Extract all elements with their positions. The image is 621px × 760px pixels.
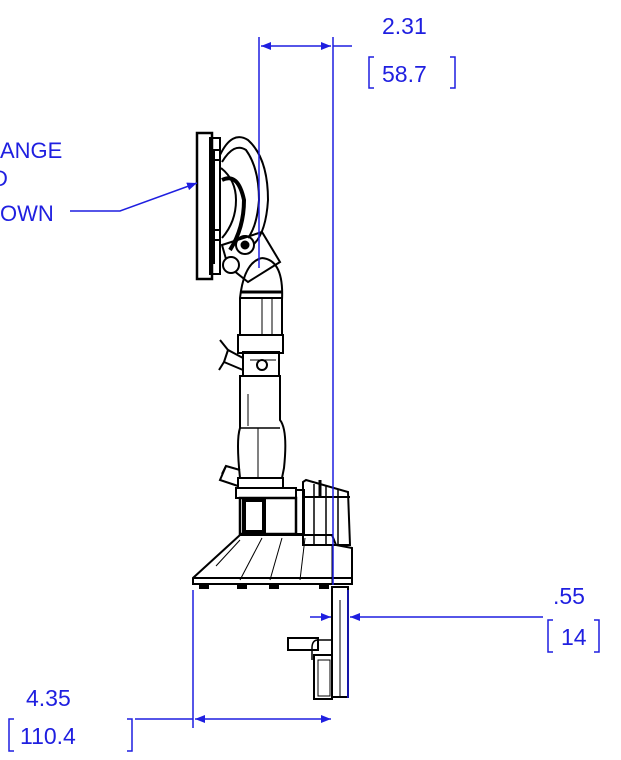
- right-dimension-metric: 14: [561, 624, 587, 650]
- right-metric-bracket-left: [547, 619, 553, 653]
- handle-loop: [219, 136, 270, 252]
- callout-leader-line: [70, 182, 198, 212]
- right-dimension-value: .55: [553, 583, 585, 609]
- dimension-annotations: [70, 37, 543, 728]
- column-block: [238, 489, 305, 536]
- callout-text-line3: OWN: [0, 201, 54, 226]
- top-metric-bracket-right: [450, 56, 456, 89]
- left-metric-bracket-right: [127, 718, 133, 752]
- metric-brackets: [8, 56, 600, 752]
- top-metric-bracket-left: [368, 56, 374, 89]
- vesa-plate: [195, 131, 221, 281]
- top-dimension-value: 2.31: [382, 13, 427, 39]
- upper-arm: [239, 257, 284, 336]
- dimension-text: ANGE D OWN 2.31 58.7 .55 14 4.35 110.4: [0, 13, 587, 749]
- tilt-head: [220, 230, 282, 284]
- base-cone: [192, 534, 353, 589]
- middle-arm: [237, 375, 287, 479]
- callout-text-line2: D: [0, 166, 8, 191]
- monitor-arm-outline: [192, 131, 353, 700]
- desk-clamp: [287, 586, 349, 700]
- left-dimension-metric: 110.4: [20, 723, 76, 749]
- upper-clamp: [218, 334, 284, 377]
- left-metric-bracket-left: [8, 718, 14, 752]
- top-dimension-metric: 58.7: [382, 61, 427, 87]
- callout-text-line1: ANGE: [0, 138, 62, 163]
- left-dimension-value: 4.35: [26, 685, 71, 711]
- right-metric-bracket-right: [594, 619, 600, 653]
